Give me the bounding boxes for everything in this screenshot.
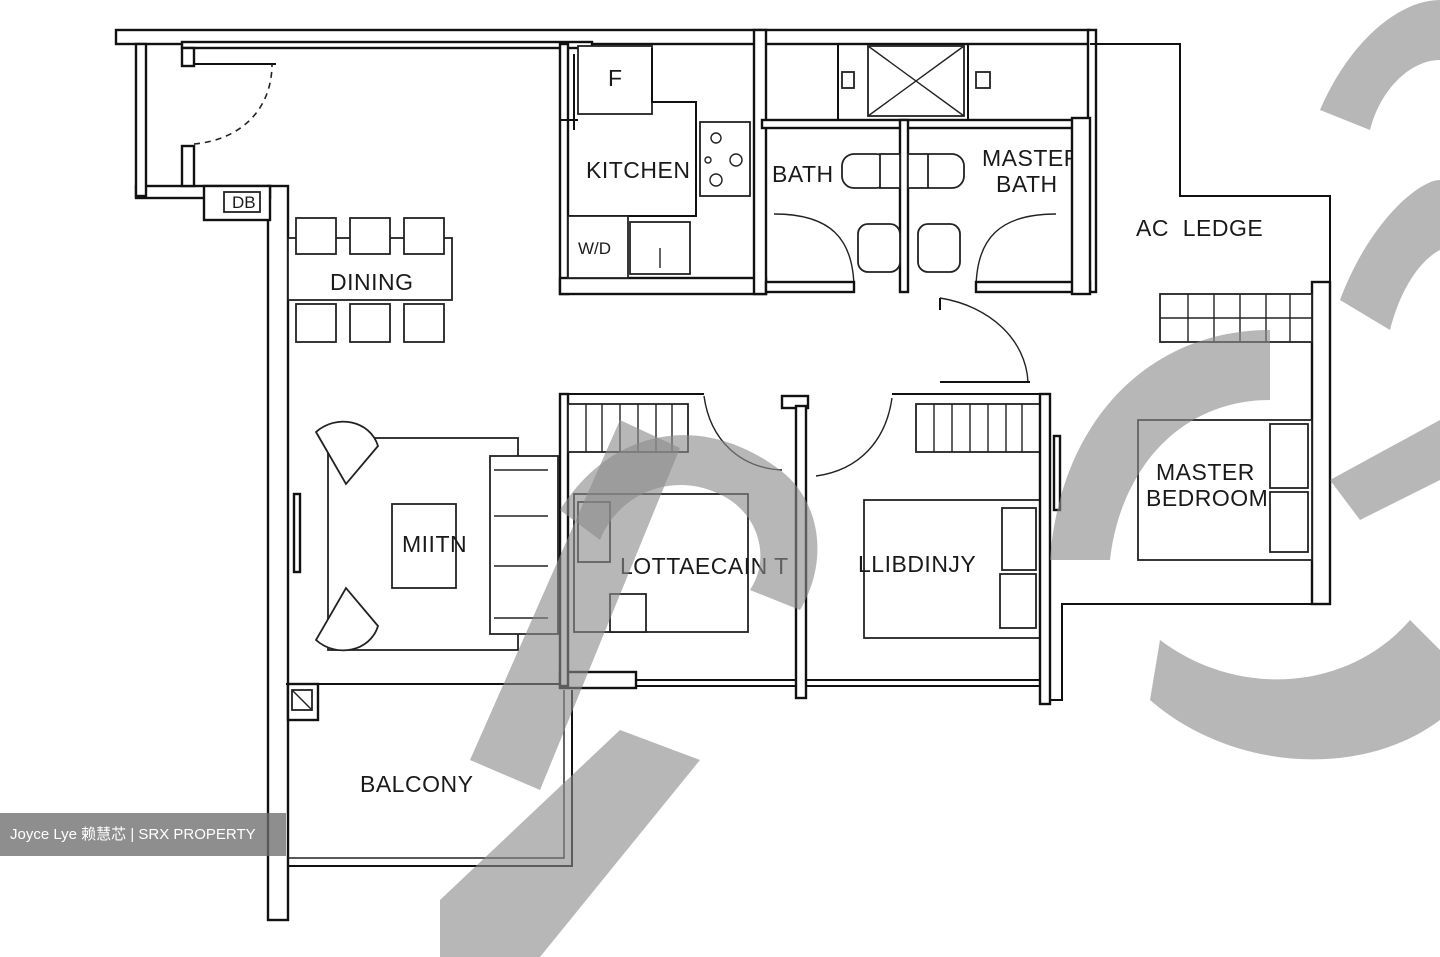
balcony-label: BALCONY — [360, 771, 473, 797]
outer-walls — [114, 28, 1332, 922]
bathrooms: BATH MASTER BATH — [760, 44, 1092, 296]
ac-ledge-label: AC LEDGE — [1136, 215, 1263, 241]
dining: DINING — [287, 217, 453, 343]
kitchen-label: KITCHEN — [586, 157, 690, 183]
master-bedroom-label-1: MASTER — [1156, 459, 1255, 485]
living: MIITN — [286, 420, 560, 722]
washer-dryer-label: W/D — [578, 239, 611, 258]
kitchen: F KITCHEN W/D — [558, 28, 768, 296]
db-box: DB — [202, 184, 272, 222]
credit-banner: Joyce Lye 赖慧芯 | SRX PROPERTY — [0, 813, 286, 856]
living-label: MIITN — [402, 531, 467, 557]
dining-label: DINING — [330, 269, 414, 295]
master-bedroom-label-2: BEDROOM — [1146, 485, 1268, 511]
entry-door — [180, 46, 276, 188]
db-label: DB — [232, 193, 256, 212]
master-bath-label-1: MASTER — [982, 145, 1081, 171]
bedroom-3-label: LLIBDINJY — [858, 551, 976, 577]
master-bath-label-2: BATH — [996, 171, 1058, 197]
corridor-door — [939, 297, 1030, 383]
bath-label: BATH — [772, 161, 834, 187]
fridge-label: F — [608, 65, 623, 91]
bedroom-3: LLIBDINJY — [815, 392, 1062, 706]
watermark-logo — [440, 0, 1440, 957]
